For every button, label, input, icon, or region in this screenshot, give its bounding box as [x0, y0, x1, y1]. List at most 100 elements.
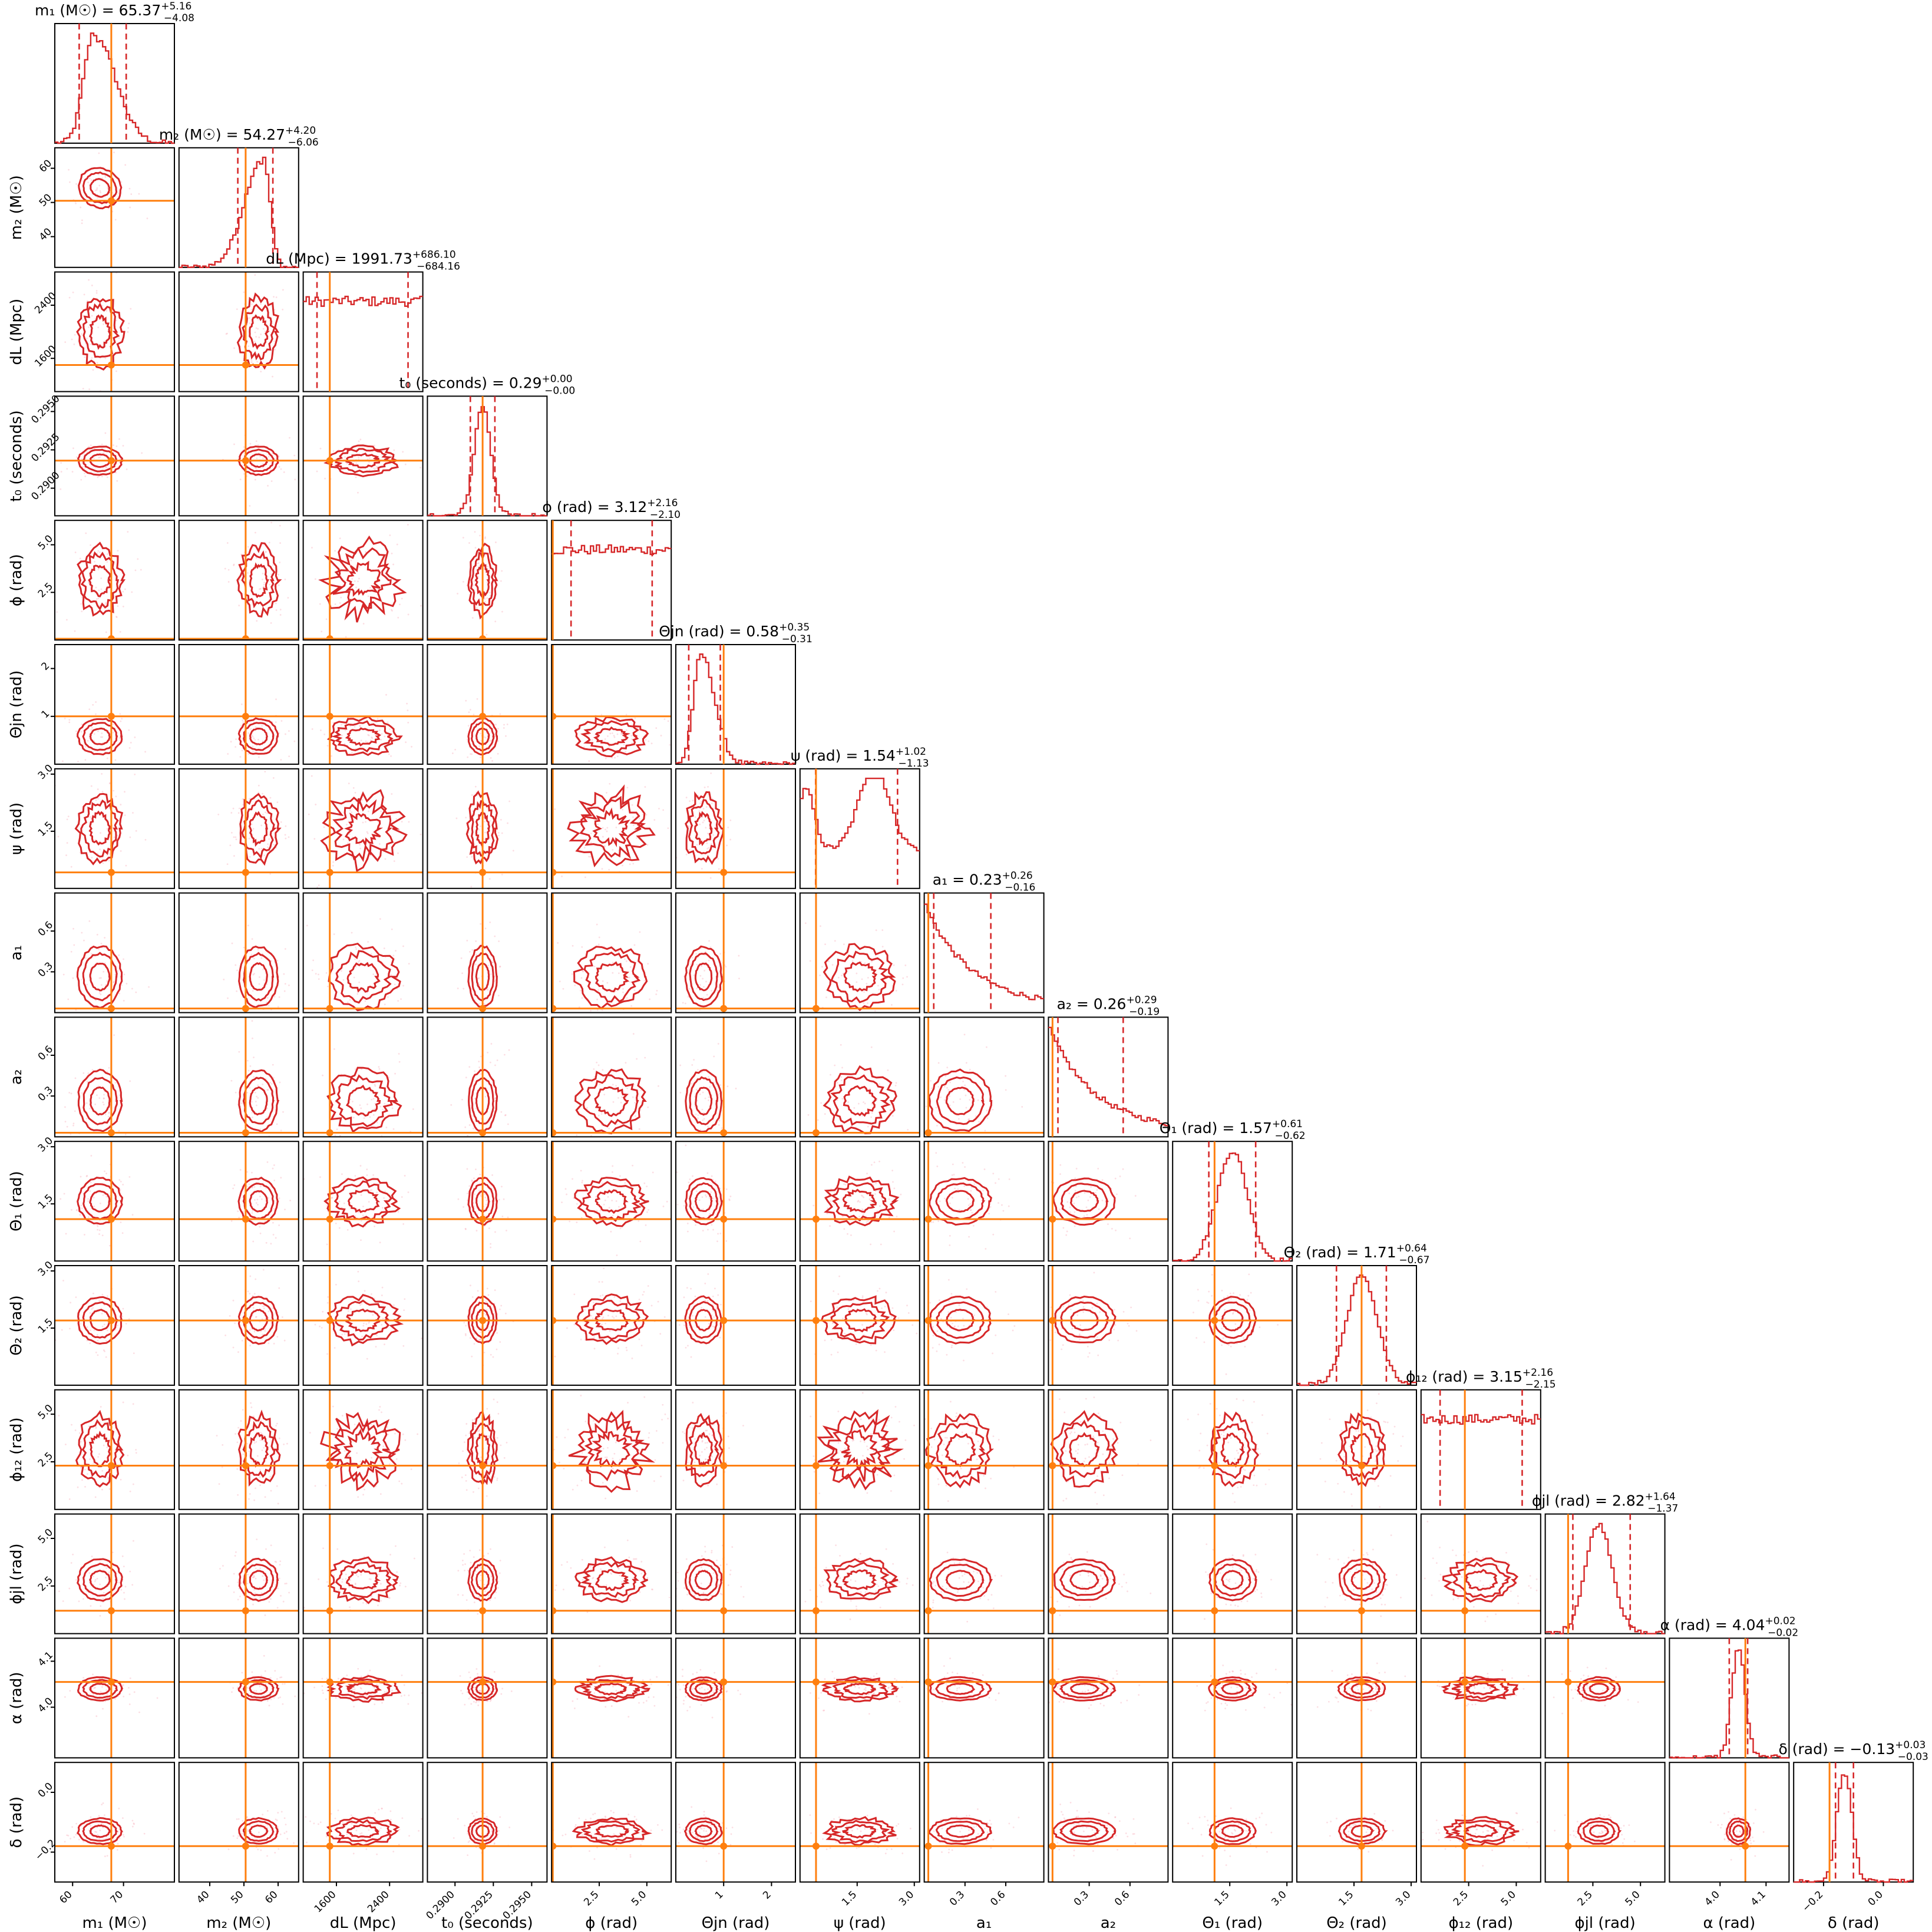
panel-psi-vs-t0 — [427, 768, 548, 889]
y-tick-label: 2.5 — [36, 580, 55, 600]
panel-content — [427, 1762, 547, 1883]
x-axis-label-delta: δ (rad) — [1828, 1914, 1880, 1932]
x-axis-label-alpha: α (rad) — [1703, 1914, 1755, 1932]
diag-panel-psi: ψ (rad) = 1.54+1.02−1.13 — [791, 746, 929, 889]
contour-level-1 — [1350, 1570, 1373, 1590]
panel-phi12-vs-m2 — [178, 1389, 299, 1510]
x-axis-label-m2: m₂ (M☉) — [206, 1914, 271, 1932]
contour-level-2 — [830, 1302, 890, 1341]
truth-marker — [720, 1607, 728, 1614]
contour-level-3 — [237, 1676, 280, 1702]
contour-level-2 — [830, 1074, 891, 1126]
y-tick-label: 50 — [37, 191, 54, 209]
title-plus: +4.20 — [285, 125, 316, 137]
panel-phi_jl-vs-theta1 — [1172, 1513, 1293, 1634]
truth-marker — [479, 868, 487, 876]
contour-level-2 — [335, 1561, 393, 1599]
contour-level-2 — [582, 1074, 639, 1128]
contour-level-1 — [475, 1824, 490, 1838]
y-tick-label: 1.5 — [36, 820, 55, 839]
panel-frame — [675, 1637, 796, 1759]
y-axis-a1: 0.30.6a₁ — [8, 919, 55, 979]
truth-marker — [924, 1129, 932, 1137]
title-minus: −2.15 — [1525, 1379, 1556, 1391]
contour-level-3 — [574, 716, 649, 758]
panel-content — [55, 645, 174, 764]
panel-frame — [923, 1265, 1045, 1386]
y-axis-psi: 1.53.0ψ (rad) — [8, 762, 55, 855]
panel-frame — [923, 1762, 1045, 1883]
contour-level-1 — [695, 1086, 713, 1116]
title-minus: −2.10 — [650, 509, 681, 521]
truth-marker — [551, 712, 557, 720]
panel-content — [55, 1141, 174, 1261]
y-axis-label-alpha: α (rad) — [8, 1672, 25, 1724]
truth-marker — [1211, 1462, 1218, 1469]
contour-level-3 — [239, 792, 282, 866]
panel-content — [1173, 1389, 1293, 1510]
panel-content — [676, 893, 795, 1013]
contour-level-1 — [345, 1084, 381, 1117]
x-tick-label: 3.0 — [1269, 1889, 1289, 1908]
truth-marker — [107, 1317, 115, 1325]
panel-a2-vs-dL — [302, 1016, 424, 1138]
panel-content — [303, 396, 423, 516]
panel-theta2-vs-theta_jn — [675, 1265, 796, 1386]
contour-level-1 — [1069, 1432, 1100, 1468]
contour-level-3 — [685, 1177, 723, 1226]
panel-phi12-vs-theta1 — [1172, 1389, 1293, 1510]
x-axis-label-theta1: Θ₁ (rad) — [1202, 1914, 1263, 1932]
panel-frame — [923, 892, 1045, 1013]
contour-level-3 — [320, 789, 408, 873]
panel-a1-vs-m1 — [54, 892, 175, 1013]
contour-level-2 — [82, 1563, 118, 1597]
truth-marker — [720, 1005, 728, 1012]
title-minus: −1.13 — [899, 758, 929, 770]
x-axis-label-m1: m₁ (M☉) — [82, 1914, 147, 1932]
y-tick-label: 3.0 — [36, 762, 55, 782]
panel-content — [55, 1638, 174, 1758]
panel-frame — [427, 1389, 548, 1510]
panel-content — [1048, 1266, 1168, 1385]
panel-alpha-vs-a1 — [923, 1637, 1045, 1759]
contour-level-1 — [249, 1570, 268, 1590]
truth-marker — [1461, 1607, 1469, 1614]
truth-marker — [107, 1678, 115, 1686]
x-tick-label: 0.3 — [1072, 1889, 1091, 1908]
x-tick-label: 3.0 — [1393, 1889, 1413, 1908]
title-main: Θ₁ (rad) = 1.57 — [1160, 1119, 1272, 1137]
panel-phi12-vs-psi — [799, 1389, 920, 1510]
panel-phi_jl-vs-m1 — [54, 1513, 175, 1634]
contour-level-2 — [1343, 1820, 1381, 1842]
y-tick-label: 0.2925 — [29, 431, 62, 464]
truth-marker — [1461, 1842, 1469, 1850]
title-minus: −0.67 — [1399, 1254, 1429, 1266]
contour-level-3 — [78, 167, 123, 210]
panel-psi-vs-m1 — [54, 768, 175, 889]
truth-marker — [242, 1462, 249, 1469]
panel-frame — [675, 892, 796, 1013]
title-main: m₂ (M☉) = 54.27 — [159, 126, 285, 143]
truth-marker — [326, 1462, 333, 1469]
contour-level-1 — [346, 962, 381, 993]
panel-frame — [178, 271, 299, 392]
truth-marker — [107, 1607, 115, 1614]
panel-content — [303, 1514, 423, 1634]
panel-phi12-vs-t0 — [427, 1389, 548, 1510]
panel-content — [1048, 1762, 1168, 1883]
panel-content — [427, 893, 547, 1013]
panel-psi-vs-m2 — [178, 768, 299, 889]
contour-level-3 — [468, 1068, 498, 1132]
panel-content — [924, 1266, 1044, 1385]
panel-theta1-vs-m1 — [54, 1141, 175, 1262]
panel-content — [1421, 1514, 1541, 1634]
contour-level-2 — [471, 721, 495, 752]
contour-level-1 — [842, 1569, 877, 1590]
title-plus: +686.10 — [412, 249, 456, 261]
truth-marker — [1564, 1842, 1572, 1850]
panel-content — [55, 1389, 174, 1510]
panel-content — [1173, 1514, 1293, 1634]
contour-level-1 — [1463, 1824, 1499, 1838]
truth-marker — [242, 712, 249, 720]
